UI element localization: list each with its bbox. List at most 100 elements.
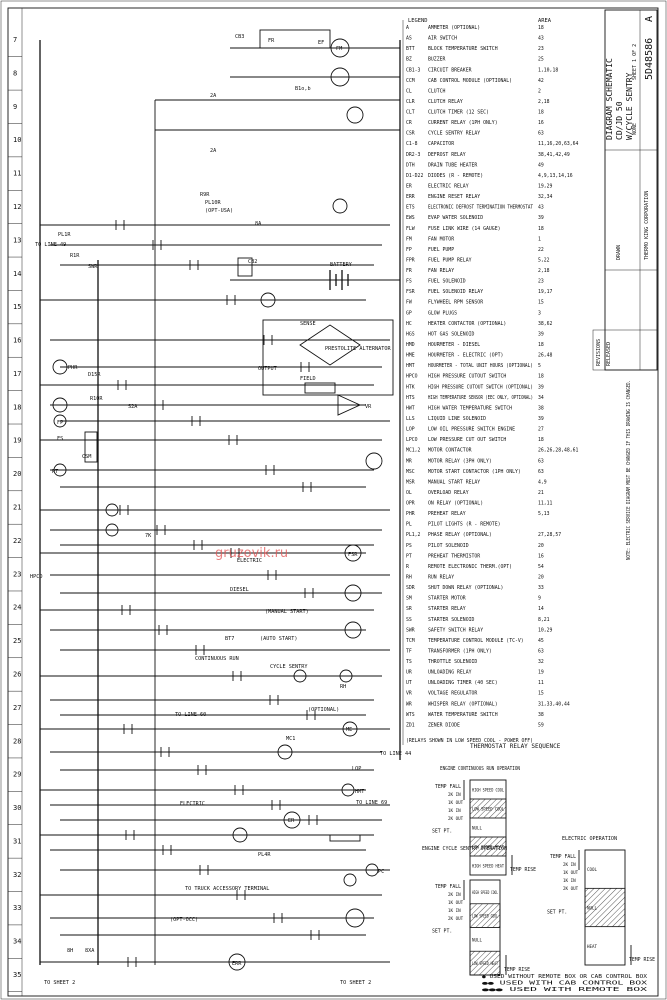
legend-code: HMD [406,342,415,348]
alternator-box [262,319,394,396]
legend-desc: MOTOR START CONTACTOR (1PH ONLY) [428,469,521,475]
fpr-relay-coil [346,106,364,124]
legend-code: PL [406,522,412,528]
schematic-wiring [39,29,401,971]
legend-code: FW [406,300,412,306]
row-number: 10 [13,136,21,144]
legend-desc: CIRCUIT BREAKER [428,67,472,73]
legend-area: 38,62 [538,321,553,327]
legend-area: 11,16,20,63,64 [538,141,579,147]
legend-desc: ENGINE RESET RELAY [428,194,480,200]
legend-area: 9 [538,596,541,602]
hc-coil [332,198,348,214]
sequence-zone-label: LOW SPEED HEAT [472,845,504,850]
row-number: 14 [13,270,21,278]
row-number: 27 [13,704,21,712]
fw-sensor [53,414,67,428]
legend-desc: PREHEAT THERMISTOR [428,553,480,559]
row-number: 32 [13,871,21,879]
legend-code: SS [406,617,412,623]
label-manual-start: (MANUAL START) [265,609,309,615]
legend-code: CCM [406,78,415,84]
legend-code: MC1,2 [406,448,421,454]
row-number: 18 [13,403,21,411]
legend-area: 27,28,57 [538,532,561,538]
legend-desc: SHUT DOWN RELAY (OPTIONAL) [428,585,503,591]
label-pl4r: PL4R [258,852,271,858]
drawn-label: DRAWN [616,245,622,260]
legend-area: 38 [538,712,544,718]
legend-desc: RUN RELAY [428,574,454,580]
row-number: 23 [13,570,21,578]
legend-desc: HOURMETER - ELECTRIC (OPT) [428,353,503,359]
legend-area: 18 [538,226,544,232]
legend-code: HME [406,353,415,359]
cb2-breaker [237,257,253,277]
temp-fall-label: TEMP FALL [435,884,461,890]
sequence-zone-label: NULL [587,906,597,911]
label-er: ER [288,818,295,824]
legend-area: 16 [538,120,544,126]
row-number-column: 7891011121314151617181920212223242526272… [8,8,23,996]
legend-desc: BLOCK TEMPERATURE SWITCH [428,46,498,52]
battery-symbol [230,270,400,290]
legend-code: CLR [406,99,415,105]
legend-desc: ON RELAY (OPTIONAL) [428,501,483,507]
label-fr: FR [268,38,275,44]
legend-area: 5 [538,363,541,369]
label-pl10r: PL10R [205,200,221,206]
legend-area: 20 [538,543,544,549]
legend-area: 42 [538,78,544,84]
sequence-note: ●●● USED WITH REMOTE BOX [482,987,647,993]
legend-area: 5,22 [538,257,550,263]
row-number: 31 [13,837,21,845]
inner-border [7,7,659,997]
legend-area: 33 [538,585,544,591]
legend-area: 54 [538,564,544,570]
label-battery: BATTERY [330,262,353,268]
pl4r-light [343,873,357,887]
switch-state-label: 2K OUT [448,916,464,921]
legend-area: 23 [538,279,544,285]
label-lop: LOP [352,766,361,772]
label-r1r: R1R [70,253,80,259]
sequence-zone-label: HIGH SPEED HEAT [472,864,504,869]
legend-code: ETS [406,205,415,211]
company-name: THERMO KING CORPORATION [644,191,650,260]
set-point-label: SET PT. [547,909,567,915]
legend-desc: PILOT SOLENOID [428,543,469,549]
legend-code: UR [406,670,412,676]
sequence-zone-label: NULL [472,826,482,831]
legend-area-header: AREA [538,18,552,24]
legend-desc: HIGH WATER TEMPERATURE SWITCH [428,405,512,411]
scale-value: NONE [632,123,638,135]
legend-code: MSR [406,479,415,485]
label-fp: FP [57,420,63,426]
legend-code: LOP [406,427,415,433]
legend-code: DTH [406,162,415,168]
sequence-note: ● USED WITHOUT REMOTE BOX OR CAB CONTROL… [482,974,647,980]
legend-area: 25 [538,57,544,63]
legend-desc: FAN RELAY [428,268,454,274]
legend-desc: FUEL SOLENOID [428,279,466,285]
legend-desc: MOTOR RELAY (3PH ONLY) [428,458,492,464]
label-b1o: B1o,b [295,86,311,92]
legend-desc: WHISPER RELAY (OPTIONAL) [428,701,498,707]
legend-code: R [406,564,409,570]
legend-area: 39 [538,331,544,337]
label-hpco: HPCO [30,574,43,580]
legend-desc: CLUTCH RELAY [428,99,463,105]
legend-code: LPCO [406,437,418,443]
legend-area: 16 [538,553,544,559]
legend-area: 15 [538,691,544,697]
row-number: 28 [13,737,21,745]
fuel-pump-fp-motor [365,452,383,470]
legend-area: 11,11 [538,501,553,507]
legend-desc: HIGH PRESSURE CUTOUT SWITCH (OPTIONAL) [428,384,533,390]
row-number: 33 [13,904,21,912]
title-line-2: CD/JD 50 [615,101,624,140]
fr-coil [344,621,362,639]
legend-area: 45 [538,638,544,644]
